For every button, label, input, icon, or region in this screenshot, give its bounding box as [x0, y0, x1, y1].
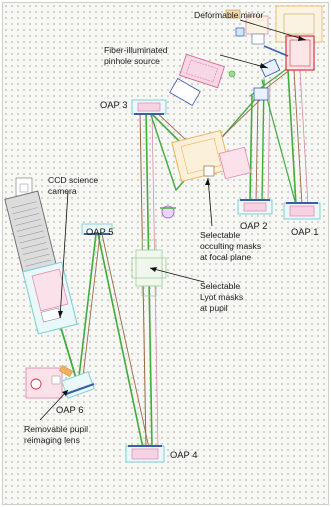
component-labels: Deformable mirror Fiber-illuminated pinh…	[24, 10, 318, 460]
relay-mount	[169, 78, 269, 106]
ccd-camera-assembly	[4, 177, 78, 335]
label-ccd-line1: CCD science	[48, 175, 98, 185]
label-oap2: OAP 2	[240, 220, 267, 231]
pinhole-source-assembly	[179, 53, 281, 89]
beam-paths	[57, 61, 309, 449]
label-occulting-line1: Selectable	[200, 230, 240, 240]
label-ccd-line2: camera	[48, 186, 77, 196]
label-lyot-line3: at pupil	[200, 303, 228, 313]
oap4-mount	[125, 445, 165, 463]
occulting-mask-assembly	[160, 129, 252, 219]
oap1-mount	[283, 202, 321, 220]
label-lyot-line1: Selectable	[200, 281, 240, 291]
label-fiber-source-line2: pinhole source	[104, 56, 160, 66]
label-occulting-line3: at focal plane	[200, 252, 251, 262]
oap6-lens-assembly	[25, 365, 95, 399]
label-oap1: OAP 1	[291, 226, 318, 237]
label-deformable-mirror: Deformable mirror	[194, 10, 263, 20]
label-lyot-line2: Lyot masks	[200, 292, 243, 302]
oap2-mount	[237, 199, 273, 215]
label-oap6: OAP 6	[56, 404, 83, 415]
leader-arrowheads	[58, 36, 306, 396]
label-oap4: OAP 4	[170, 449, 197, 460]
leader-lines	[39, 19, 307, 421]
label-occulting-line2: occulting masks	[200, 241, 261, 251]
label-oap3: OAP 3	[100, 99, 127, 110]
label-lens-line1: Removable pupil	[24, 424, 88, 434]
oap5-mount	[81, 223, 113, 235]
label-lens-line2: reimaging lens	[24, 435, 80, 445]
lyot-mask-holder	[131, 239, 167, 297]
oap3-mount	[131, 99, 167, 115]
label-oap5: OAP 5	[86, 226, 113, 237]
label-fiber-source-line1: Fiber-illuminated	[104, 45, 168, 55]
